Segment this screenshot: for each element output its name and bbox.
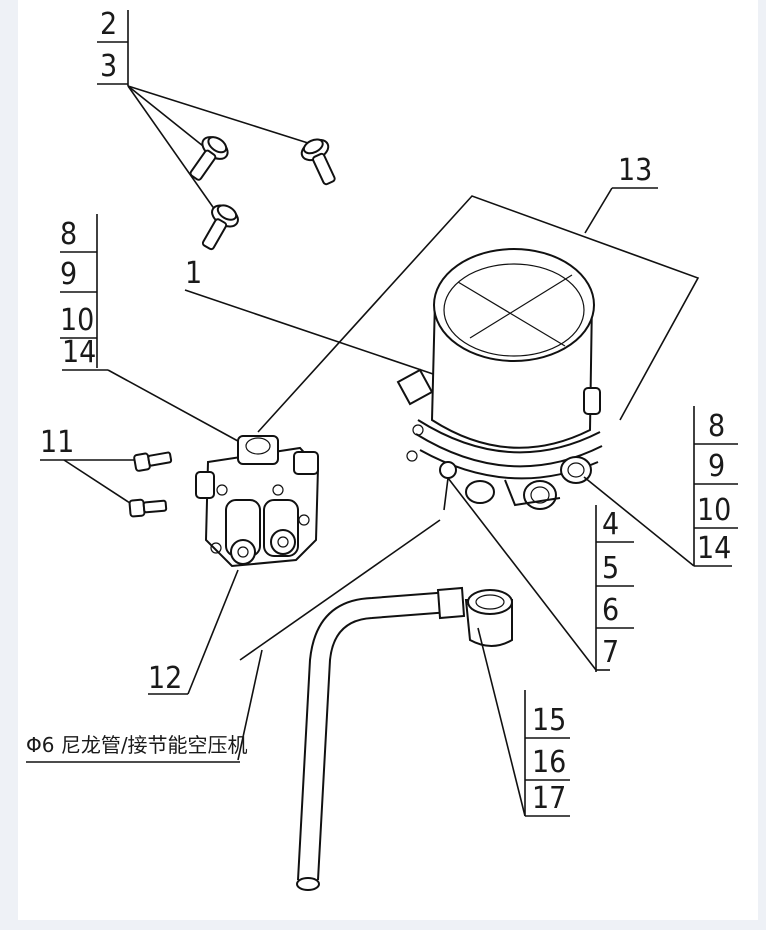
label-15: 15 (532, 703, 566, 738)
label-16: 16 (532, 745, 566, 780)
label-14-left: 14 (62, 335, 96, 370)
bolt-icon (189, 136, 229, 181)
callout-4-5-6-7: 4 5 6 7 (447, 477, 634, 672)
label-10-right: 10 (697, 493, 731, 528)
callout-8-9-10-14-left: 8 9 10 14 (60, 214, 248, 447)
callout-1: 1 (184, 256, 437, 376)
label-11: 11 (40, 425, 74, 460)
label-9-right: 9 (708, 449, 725, 484)
label-14-right: 14 (697, 531, 731, 566)
label-17: 17 (532, 781, 566, 816)
callout-15-16-17: 15 16 17 (477, 627, 570, 817)
label-12: 12 (148, 661, 182, 696)
bolt-icon (300, 138, 336, 186)
callout-8-9-10-14-right: 8 9 10 14 (583, 406, 738, 567)
callout-caption: Φ6 尼龙管/接节能空压机 (26, 733, 248, 763)
callout-11: 11 (40, 425, 138, 506)
label-9-left: 9 (60, 257, 77, 292)
bolt-icon (201, 204, 239, 251)
label-13: 13 (618, 153, 652, 188)
label-5: 5 (602, 551, 619, 586)
bolt-icon (133, 451, 173, 472)
label-8-left: 8 (60, 217, 77, 252)
label-2: 2 (100, 7, 117, 42)
label-8-right: 8 (708, 409, 725, 444)
label-3: 3 (100, 49, 117, 84)
bolt-icon (128, 498, 168, 518)
air-dryer-icon (396, 248, 603, 510)
pipe-caption: Φ6 尼龙管/接节能空压机 (26, 733, 248, 757)
label-10-left: 10 (60, 303, 94, 338)
callout-2-3: 2 3 (97, 7, 309, 211)
pipe-icon (296, 586, 513, 891)
label-1: 1 (185, 256, 202, 291)
label-7: 7 (602, 635, 619, 670)
four-circuit-valve-icon (195, 435, 320, 568)
label-6: 6 (602, 593, 619, 628)
callout-13: 13 (257, 153, 700, 433)
callout-12: 12 (148, 569, 239, 696)
label-4: 4 (602, 507, 619, 542)
